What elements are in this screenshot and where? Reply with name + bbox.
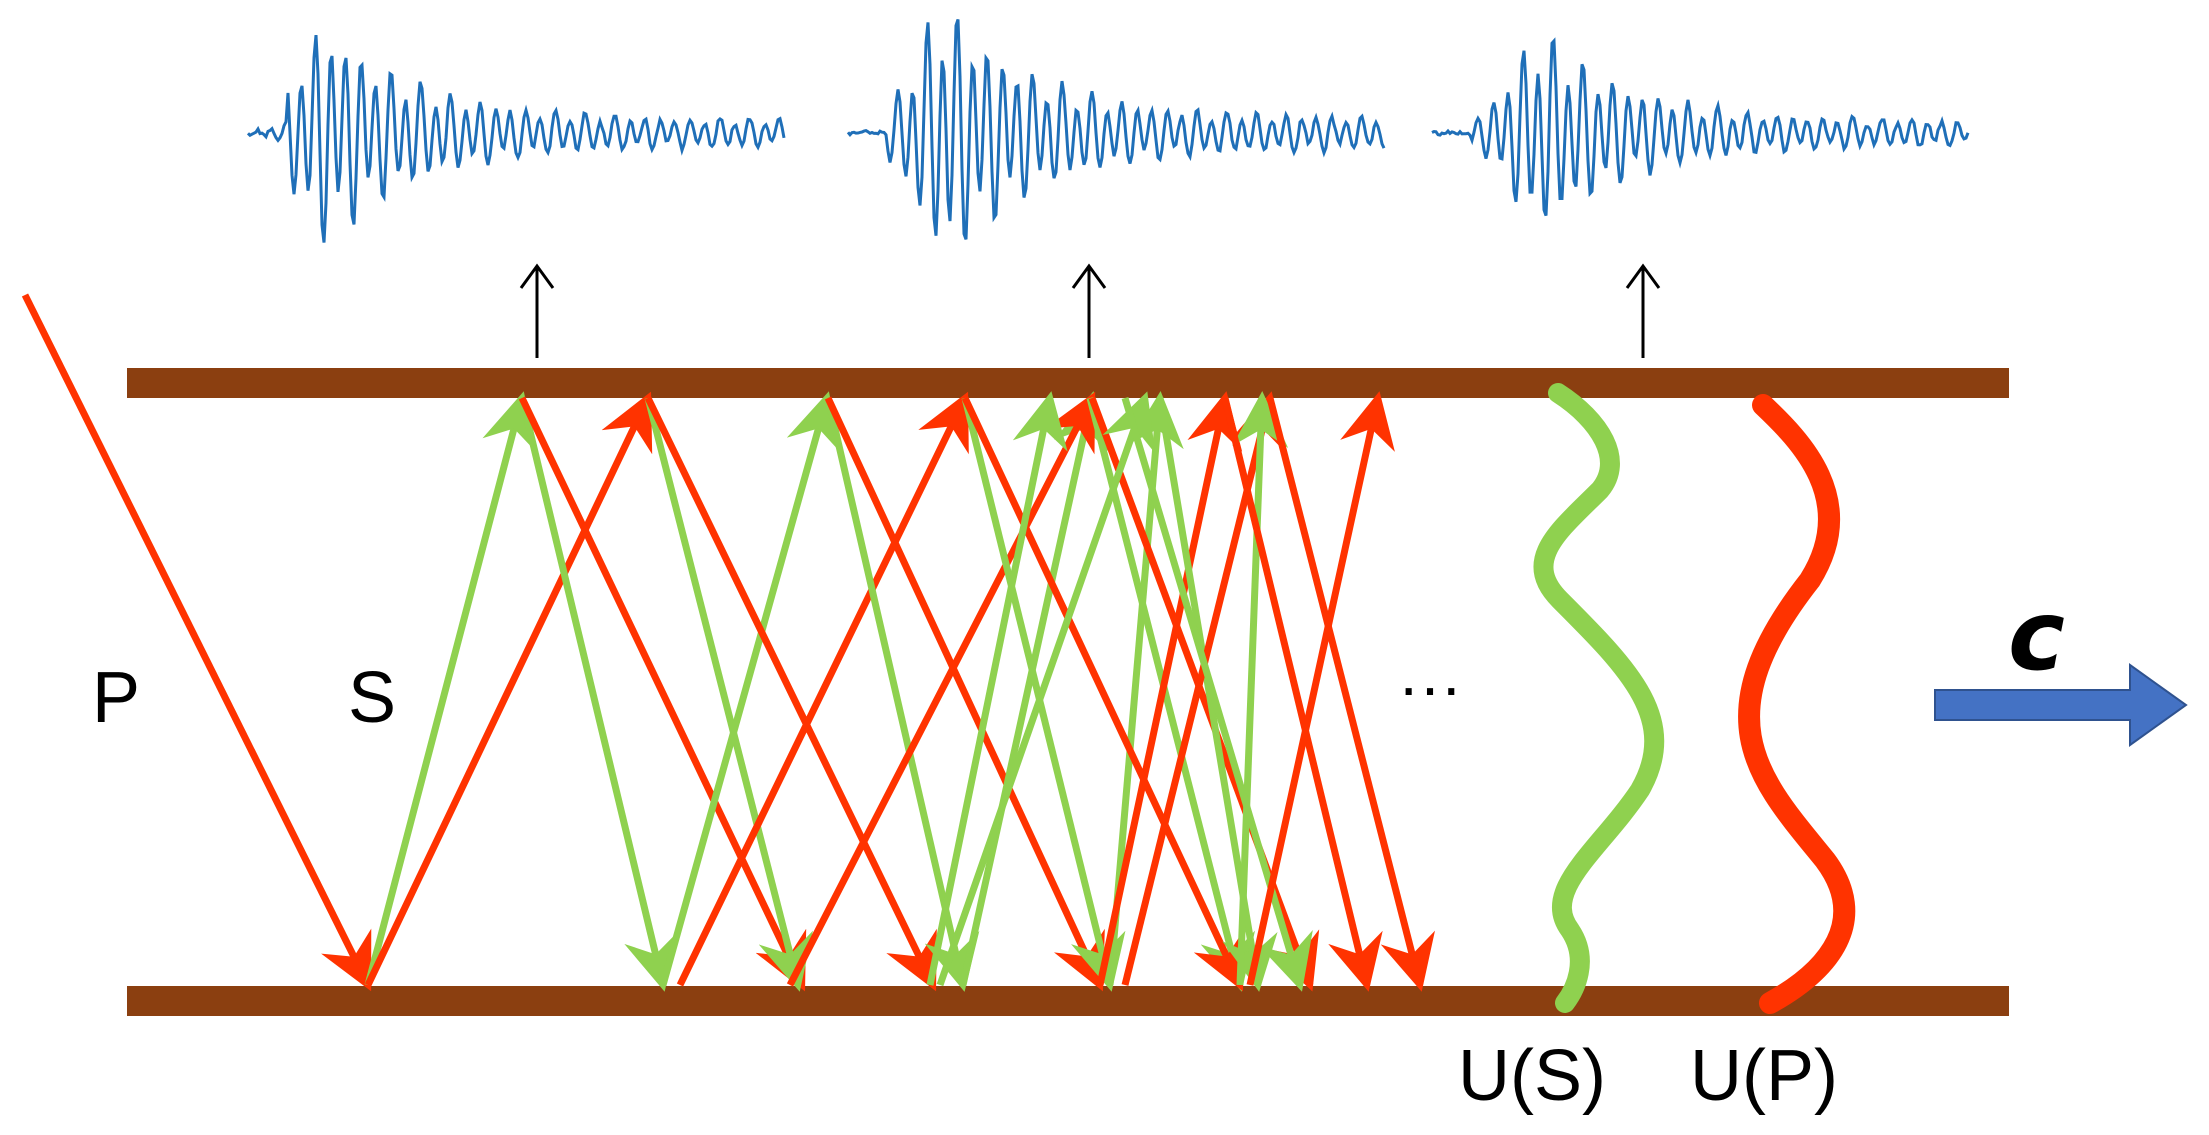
p-ray: [1246, 391, 1395, 986]
p-ray: [518, 396, 807, 992]
p-ray: [1096, 391, 1243, 986]
p-ray: [676, 391, 969, 987]
label-mode-p: U(P): [1690, 1036, 1838, 1116]
p-ray: [961, 396, 1245, 992]
p-ray: [21, 293, 372, 992]
s-ray: [659, 391, 841, 986]
label-ellipsis: ···: [1398, 651, 1462, 723]
s-ray: [1121, 397, 1313, 992]
label-s-wave: S: [348, 658, 397, 738]
mode-shape-p: [1738, 394, 1856, 1014]
s-ray: [364, 391, 537, 986]
label-mode-s: U(S): [1458, 1036, 1606, 1116]
right-block-arrow-icon: [1934, 663, 2188, 747]
p-ray: [364, 391, 653, 987]
s-ray: [959, 391, 1109, 986]
seismograms: [246, 18, 1970, 243]
s-ray: [518, 397, 679, 992]
up-arrow-icon: [1071, 263, 1107, 358]
seismogram-trace-3: [1431, 37, 1970, 217]
s-ray: [824, 397, 980, 992]
s-ray: [936, 391, 1156, 987]
seismogram-trace-1: [246, 34, 786, 243]
s-ray: [644, 397, 813, 992]
top-boundary: [127, 368, 2009, 398]
p-ray: [824, 396, 1105, 992]
up-arrow-icon: [519, 263, 555, 358]
bottom-boundary: [127, 986, 2009, 1016]
s-ray: [961, 397, 1126, 992]
mode-shape-s: [1533, 383, 1665, 1013]
label-p-wave: P: [92, 658, 141, 738]
s-ray: [1232, 391, 1289, 986]
seismogram-trace-2: [846, 18, 1386, 240]
reflected-rays: [21, 293, 1435, 992]
label-velocity-c: c: [2008, 580, 2065, 692]
p-ray: [786, 391, 1096, 987]
p-ray: [644, 396, 937, 992]
p-ray: [1221, 397, 1383, 992]
up-arrow-icon: [1625, 263, 1661, 358]
p-ray: [1266, 397, 1435, 992]
s-ray: [926, 391, 1068, 986]
receiver-arrows: [519, 263, 1661, 358]
